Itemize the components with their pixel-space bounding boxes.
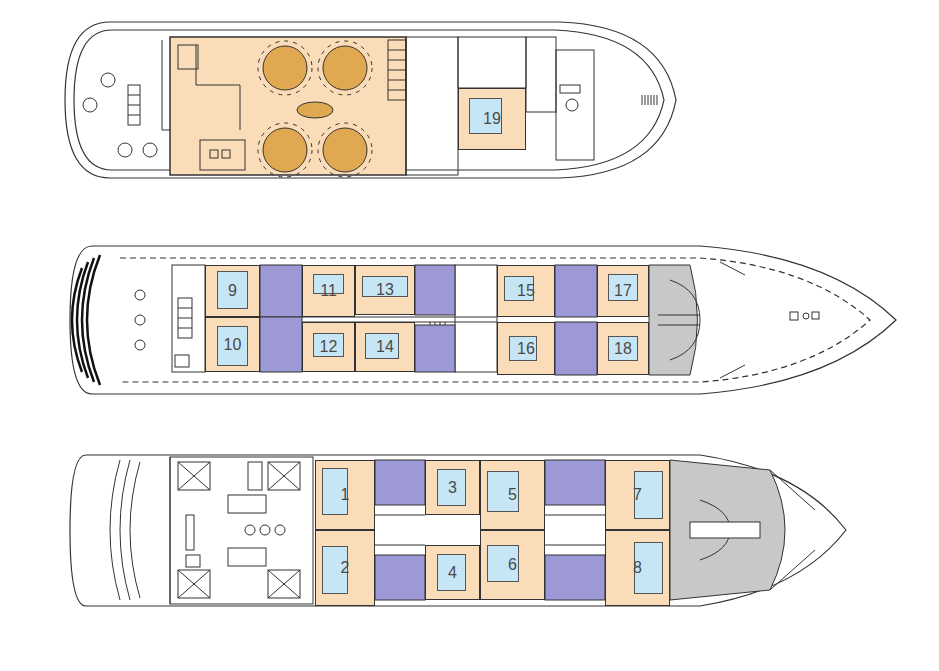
cabin-number: 7: [631, 486, 644, 504]
cabin: 14: [355, 322, 415, 372]
cabin: 17: [597, 265, 649, 317]
cabin: 3: [425, 460, 480, 515]
cabin-number: 10: [222, 336, 244, 354]
service-areas: [670, 460, 815, 600]
top-deck-details: [83, 37, 657, 175]
cabin: 5: [480, 460, 545, 530]
bathrooms: [260, 265, 597, 375]
cabin: 8: [605, 530, 670, 606]
cabin: 18: [597, 322, 649, 375]
stern-steps: [72, 255, 100, 385]
cabin-number: 9: [226, 282, 239, 300]
cabin-number: 2: [339, 559, 352, 577]
cabin-number: 1: [339, 486, 352, 504]
cabin: 15: [497, 265, 555, 317]
cabin-number: 19: [481, 110, 503, 128]
cabin-number: 13: [374, 281, 396, 299]
cabin: 2: [315, 530, 375, 606]
cabin-number: 17: [612, 282, 634, 300]
middle-deck-stairs: [658, 280, 700, 360]
cabin: 16: [497, 322, 555, 375]
hull-outline: [70, 455, 846, 606]
salon-furniture: [178, 45, 333, 170]
cabin-number: 3: [446, 479, 459, 497]
cabin: 11: [302, 265, 355, 317]
hull-outline: [70, 246, 896, 394]
cabin-number: 14: [374, 338, 396, 356]
cabin-number: 16: [515, 340, 537, 358]
cabin: 12: [302, 322, 355, 372]
cabin: 13: [355, 265, 415, 315]
cabin: 6: [480, 530, 545, 600]
cabin: 7: [605, 460, 670, 530]
middle-deck-details: [135, 262, 819, 378]
cabin-number: 12: [318, 338, 340, 356]
dining-tables: [258, 41, 372, 177]
cabin-number: 18: [612, 340, 634, 358]
cabin: 19: [458, 88, 526, 150]
stern-steps: [110, 457, 170, 604]
cabin-number: 11: [318, 282, 339, 300]
cabin-number: 6: [506, 556, 519, 574]
engine-room: [170, 457, 313, 604]
cabin-number: 8: [631, 559, 644, 577]
cabin-number: 15: [515, 282, 537, 300]
cabin: 1: [315, 460, 375, 530]
hull-outline: [65, 22, 676, 178]
cabin-number: 5: [506, 486, 519, 504]
salon: [170, 37, 406, 175]
cabin-number: 4: [446, 564, 459, 582]
cabin: 4: [425, 545, 480, 600]
cabin: 9: [205, 265, 260, 317]
deck-edge: [120, 258, 870, 382]
cabin: 10: [205, 317, 260, 372]
bathrooms: [375, 460, 605, 600]
